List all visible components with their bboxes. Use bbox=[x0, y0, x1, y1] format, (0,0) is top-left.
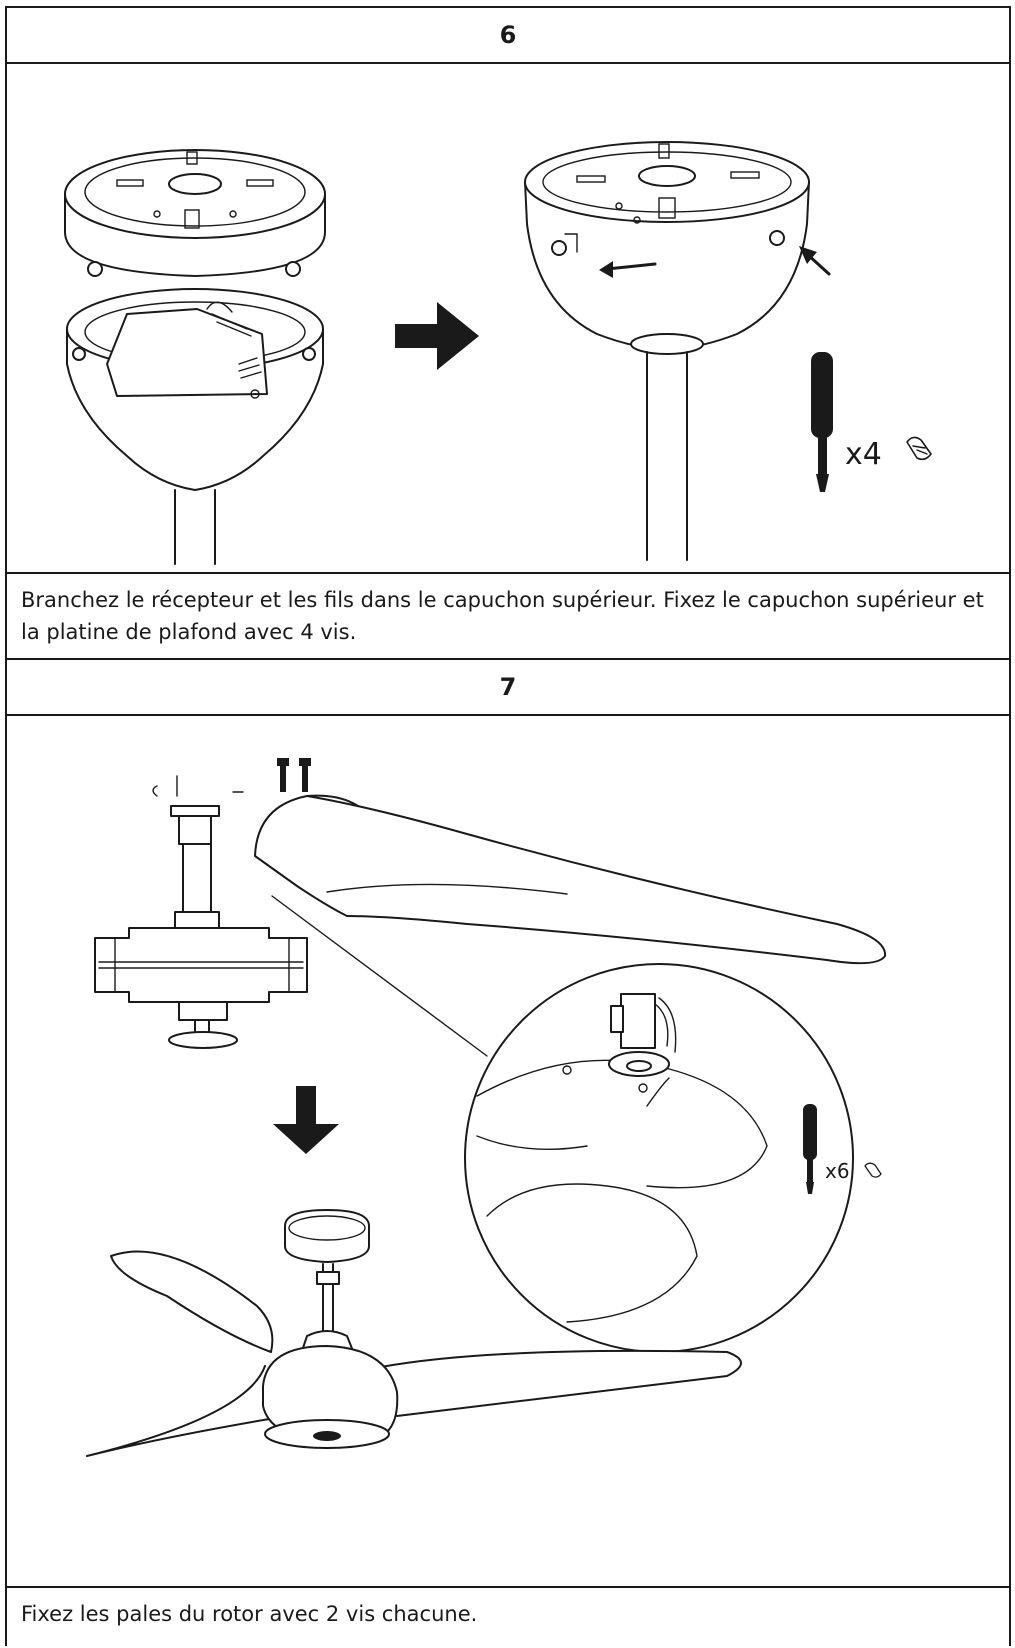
arrow-down-icon bbox=[273, 1086, 339, 1154]
step-7-header: 7 bbox=[7, 660, 1009, 716]
rotor-blade-illustration bbox=[254, 794, 887, 1057]
instruction-table: 6 bbox=[5, 6, 1011, 1646]
arrow-right-icon bbox=[395, 302, 479, 370]
screwdriver-icon bbox=[803, 1104, 817, 1194]
mounting-plate-illustration bbox=[64, 149, 326, 277]
caption-text: Fixez les pales du rotor avec 2 vis chac… bbox=[21, 1602, 478, 1626]
step-7-caption: Fixez les pales du rotor avec 2 vis chac… bbox=[7, 1588, 1009, 1648]
screw-pair-icon bbox=[277, 758, 311, 792]
step-number: 6 bbox=[499, 21, 517, 49]
caption-text: Branchez le récepteur et les fils dans l… bbox=[21, 588, 984, 644]
assembled-canopy-illustration bbox=[524, 141, 831, 561]
step-6-drawing: x4 bbox=[64, 141, 932, 565]
top-canopy-with-receiver bbox=[66, 288, 324, 565]
step-6-header: 6 bbox=[7, 8, 1009, 64]
step-number: 7 bbox=[499, 673, 517, 701]
motor-housing-illustration bbox=[94, 775, 308, 1049]
step-6-caption: Branchez le récepteur et les fils dans l… bbox=[7, 574, 1009, 660]
step-6-illustration: x4 bbox=[7, 64, 1009, 574]
step-7-illustration: x6 bbox=[7, 716, 1009, 1588]
screw-quantity: x4 bbox=[845, 437, 882, 472]
screwdriver-icon bbox=[811, 352, 833, 492]
assembled-fan-illustration bbox=[86, 1209, 742, 1457]
step-7-drawing: x6 bbox=[86, 758, 887, 1457]
screw-quantity: x6 bbox=[825, 1159, 850, 1183]
screw-icon bbox=[864, 1162, 882, 1178]
screw-icon bbox=[906, 436, 932, 461]
detail-magnifier bbox=[464, 963, 854, 1353]
